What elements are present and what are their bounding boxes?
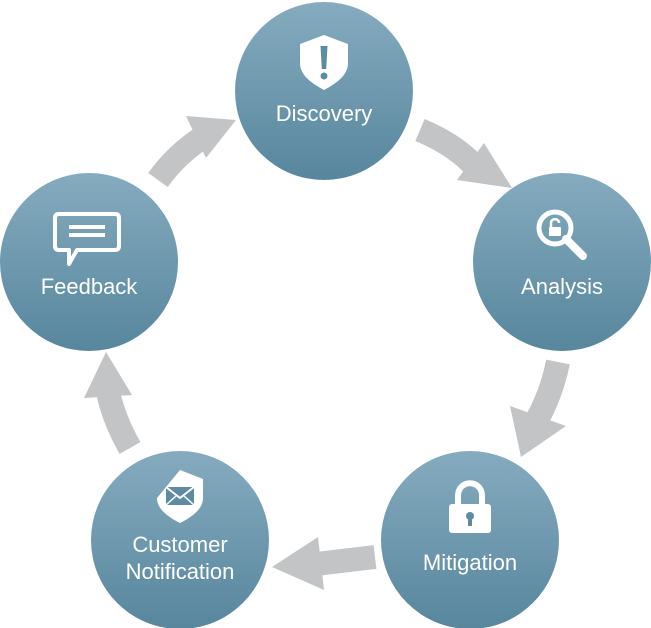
node-analysis: Analysis [473,173,651,351]
arrow-analysis-to-mitigation [510,359,570,457]
shield-exclamation-icon [300,35,348,90]
node-label-analysis: Analysis [521,274,603,299]
arrow-discovery-to-analysis [415,118,512,188]
node-customer-notification: Customer Notification [91,451,269,628]
arrow-notification-to-feedback [84,352,141,454]
node-label-customer-notification-line-2: Notification [126,559,235,584]
node-discovery: Discovery [235,2,413,180]
padlock-icon [449,480,491,533]
node-label-feedback: Feedback [41,274,139,299]
node-label-discovery: Discovery [276,101,373,126]
speech-bubble-icon [53,212,121,266]
node-mitigation: Mitigation [381,451,559,628]
magnifier-lock-icon [536,209,587,260]
node-feedback: Feedback [0,173,178,351]
arrow-feedback-to-discovery [148,116,236,188]
node-label-customer-notification-line-1: Customer [132,532,227,557]
shield-envelope-icon [157,470,203,523]
arrow-mitigation-to-notification [272,537,377,590]
node-label-mitigation: Mitigation [423,550,517,575]
